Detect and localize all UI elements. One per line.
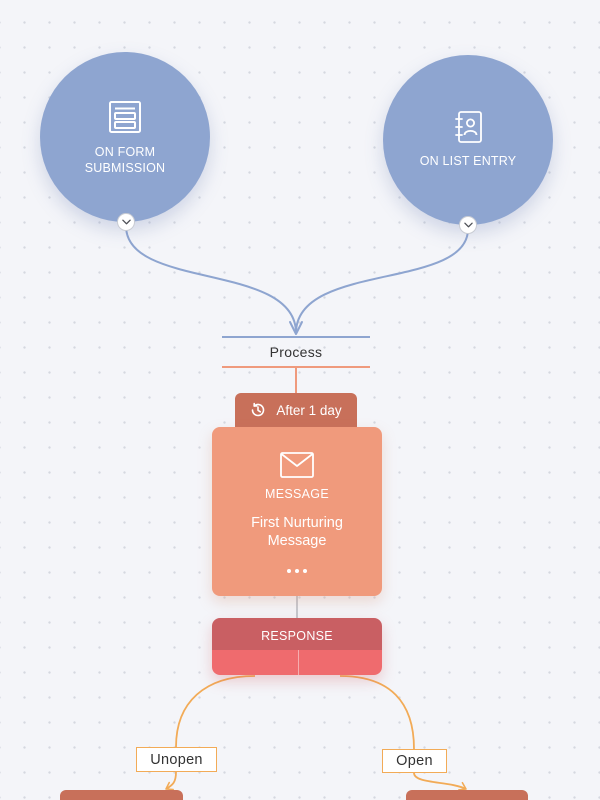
next-step-tab-open[interactable] (406, 790, 528, 800)
more-icon-dot (295, 569, 299, 573)
response-label: RESPONSE (261, 628, 333, 643)
branch-line-unopen-continued (165, 771, 177, 791)
process-label: Process (269, 344, 323, 360)
trigger-label: ON FORM SUBMISSION (84, 145, 166, 175)
chevron-down-icon (121, 219, 131, 225)
delay-label: After 1 day (276, 402, 342, 418)
contact-list-icon (455, 111, 482, 143)
expand-trigger-button[interactable] (117, 213, 135, 231)
connector-line-form-trigger (125, 225, 297, 334)
process-divider-bottom (222, 366, 370, 368)
message-card[interactable]: MESSAGE First Nurturing Message (212, 427, 382, 596)
form-icon (109, 101, 141, 133)
branch-line-unopen (175, 675, 256, 748)
delay-tab[interactable]: After 1 day (235, 393, 357, 427)
branch-label-unopen[interactable]: Unopen (136, 747, 217, 772)
branch-label-open[interactable]: Open (382, 749, 447, 773)
message-title: First Nurturing Message (251, 515, 343, 549)
response-branch-left[interactable] (212, 650, 299, 675)
more-options-button[interactable] (282, 567, 312, 575)
trigger-list-entry[interactable]: ON LIST ENTRY (383, 55, 553, 225)
response-header: RESPONSE (212, 618, 382, 650)
branch-line-open (339, 675, 415, 750)
clock-history-icon (252, 402, 265, 417)
more-icon-dot (303, 569, 307, 573)
merge-arrow-icon (289, 321, 303, 335)
chevron-down-icon (463, 222, 473, 228)
message-type-label: MESSAGE (265, 487, 329, 501)
next-step-tab-unopen[interactable] (60, 790, 183, 800)
response-branch-right[interactable] (299, 650, 382, 675)
branch-line-open-continued (413, 772, 467, 791)
more-icon (287, 569, 291, 573)
trigger-form-submission[interactable]: ON FORM SUBMISSION (40, 52, 210, 222)
process-divider-top (222, 336, 370, 338)
response-branches (212, 650, 382, 675)
connector-line-list-trigger (295, 228, 469, 334)
expand-trigger-button[interactable] (459, 216, 477, 234)
envelope-icon (280, 452, 314, 478)
response-block[interactable]: RESPONSE (212, 618, 382, 675)
trigger-label: ON LIST ENTRY (419, 154, 517, 168)
